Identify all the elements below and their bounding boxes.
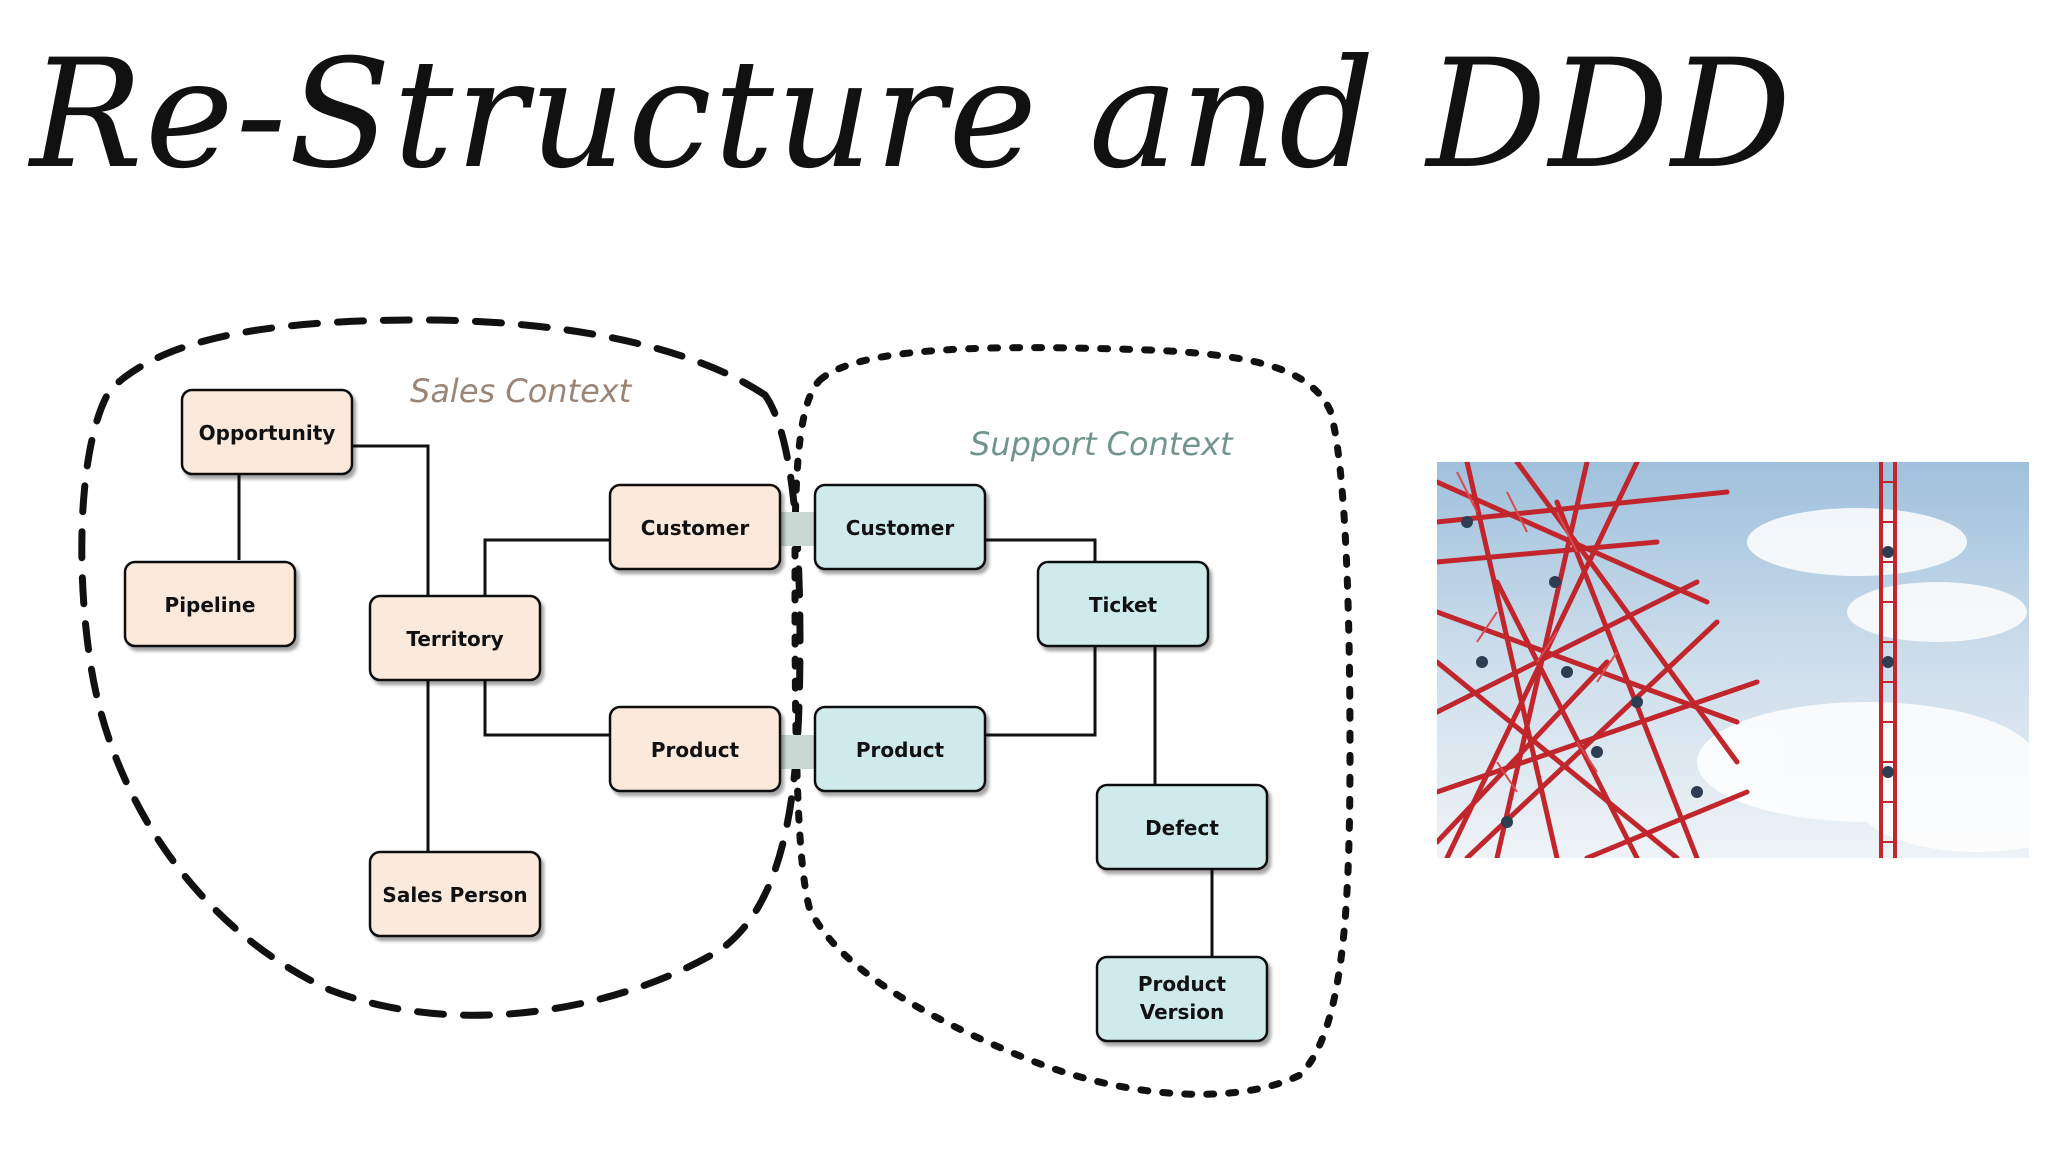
line-opportunity-territory bbox=[352, 444, 430, 595]
line-territory-customer bbox=[483, 538, 610, 595]
line-customer-ticket bbox=[985, 538, 1097, 562]
node-sales-customer: Customer bbox=[608, 483, 782, 571]
node-opportunity: Opportunity bbox=[180, 388, 354, 476]
line-ticket-product bbox=[985, 647, 1097, 737]
node-support-customer: Customer bbox=[813, 483, 987, 571]
svg-text:Product: Product bbox=[651, 738, 740, 762]
node-territory: Territory bbox=[368, 594, 542, 682]
node-sales-person: Sales Person bbox=[368, 850, 542, 938]
cloud-icon bbox=[1697, 508, 2029, 852]
bounded-context-diagram: Sales Context Support Context Opportunit… bbox=[78, 316, 1354, 1098]
slide-title: Re-Structure and DDD bbox=[30, 28, 1794, 202]
relationship-lines bbox=[237, 444, 1214, 957]
node-support-product: Product bbox=[813, 705, 987, 793]
ladder-rungs-icon bbox=[1456, 471, 1618, 793]
svg-text:Territory: Territory bbox=[406, 627, 503, 651]
node-sales-product: Product bbox=[608, 705, 782, 793]
product-bridge bbox=[780, 735, 820, 769]
straight-ladder-rungs-icon bbox=[1881, 481, 1895, 843]
node-product-version: Product Version bbox=[1095, 955, 1269, 1043]
svg-text:Product: Product bbox=[1138, 972, 1227, 996]
sales-context-label: Sales Context bbox=[410, 372, 633, 410]
svg-text:Version: Version bbox=[1140, 1000, 1225, 1024]
straight-ladder-icon bbox=[1879, 462, 1897, 858]
svg-text:Ticket: Ticket bbox=[1089, 593, 1158, 617]
climber-figures-icon bbox=[1461, 516, 1894, 828]
svg-text:Opportunity: Opportunity bbox=[199, 421, 336, 445]
svg-text:Sales Person: Sales Person bbox=[382, 883, 527, 907]
svg-text:Customer: Customer bbox=[846, 516, 955, 540]
svg-text:Pipeline: Pipeline bbox=[165, 593, 256, 617]
svg-text:Defect: Defect bbox=[1145, 816, 1219, 840]
node-defect: Defect bbox=[1095, 783, 1269, 871]
node-ticket: Ticket bbox=[1036, 560, 1210, 648]
line-territory-product bbox=[483, 680, 610, 737]
tangled-ladders-illustration bbox=[1437, 462, 2029, 858]
ladder-icon bbox=[1437, 462, 1760, 858]
customer-bridge bbox=[780, 512, 820, 546]
node-pipeline: Pipeline bbox=[123, 560, 297, 648]
svg-text:Customer: Customer bbox=[641, 516, 750, 540]
support-context-label: Support Context bbox=[970, 425, 1234, 463]
svg-text:Product: Product bbox=[856, 738, 945, 762]
